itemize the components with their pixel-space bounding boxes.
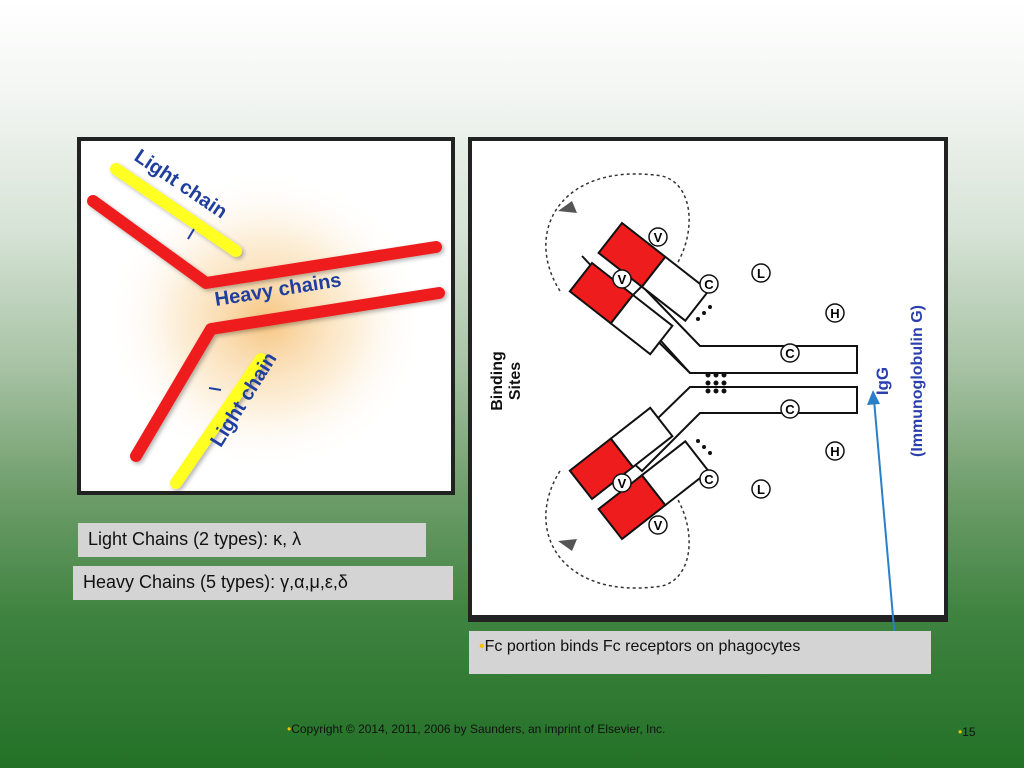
heavy-domains-lower-group [568,406,674,501]
label-l-2: L [757,482,765,497]
page-number-text: 15 [962,725,976,739]
heavy-chain-upper [87,195,442,289]
disulfide-dots-arms [696,305,712,455]
label-c-4: C [704,472,714,487]
label-h-2: H [830,444,839,459]
heavy-domains-upper-group [568,261,674,356]
page-number-bullet: • [958,725,963,739]
light-chain-upper [110,163,242,257]
heavy-chain-lower [130,287,445,462]
label-v-1: V [654,230,663,245]
left-figure-frame: Light chain Heavy chains Light chain [77,137,455,495]
copyright-bullet: • [287,722,292,736]
light-chains-text: Light Chains (2 types): κ, λ [88,529,302,549]
light-chain-lower [170,353,267,489]
disulfide-bond-upper [187,228,195,240]
label-c-3: C [785,402,795,417]
right-figure: V V C L H C C H C L V [472,141,944,615]
label-l-1: L [757,266,765,281]
binding-sites-label-line2: Sites [507,362,524,400]
fc-bullet: • [479,638,485,655]
heavy-chains-caption: Heavy Chains (5 types): γ,α,μ,ε,δ [73,566,453,600]
binding-arrow-lower [545,470,690,589]
left-figure: Light chain Heavy chains Light chain [81,141,451,491]
right-figure-frame: V V C L H C C H C L V [468,137,948,622]
copyright-text: Copyright © 2014, 2011, 2006 by Saunders… [291,722,666,736]
binding-arrow-upper-head [558,201,577,213]
disulfide-bond-lower [208,387,222,391]
binding-arrow-upper [545,173,690,292]
label-c-1: C [704,277,714,292]
domain-labels: V V C L H C C H C L V [612,227,845,535]
immunoglobulin-g-label: (Immunoglobulin G) [909,305,926,457]
page-number: •15 [958,725,976,739]
label-v-3: V [618,476,627,491]
fc-text: Fc portion binds Fc receptors on phagocy… [484,638,801,655]
label-v-2: V [618,272,627,287]
label-c-2: C [785,346,795,361]
light-c-domain-upper [640,255,711,323]
disulfide-dots-center [705,372,727,394]
binding-sites-label-line1: Binding [489,351,506,411]
light-chains-caption: Light Chains (2 types): κ, λ [78,523,426,557]
light-c-domain-lower [640,439,711,507]
fc-caption: •Fc portion binds Fc receptors on phagoc… [469,631,931,674]
heavy-c-domain-upper [609,293,674,356]
label-h-1: H [830,306,839,321]
igg-structure-diagram: V V C L H C C H C L V [489,173,926,589]
igg-label: IgG [873,367,892,395]
binding-arrow-lower-head [558,539,577,551]
heavy-chains-text: Heavy Chains (5 types): γ,α,μ,ε,δ [83,572,348,592]
copyright-footer: •Copyright © 2014, 2011, 2006 by Saunder… [287,722,665,736]
heavy-c-domain-lower [609,406,674,469]
antibody-chain-diagram: Light chain Heavy chains Light chain [87,145,445,489]
label-v-4: V [654,518,663,533]
